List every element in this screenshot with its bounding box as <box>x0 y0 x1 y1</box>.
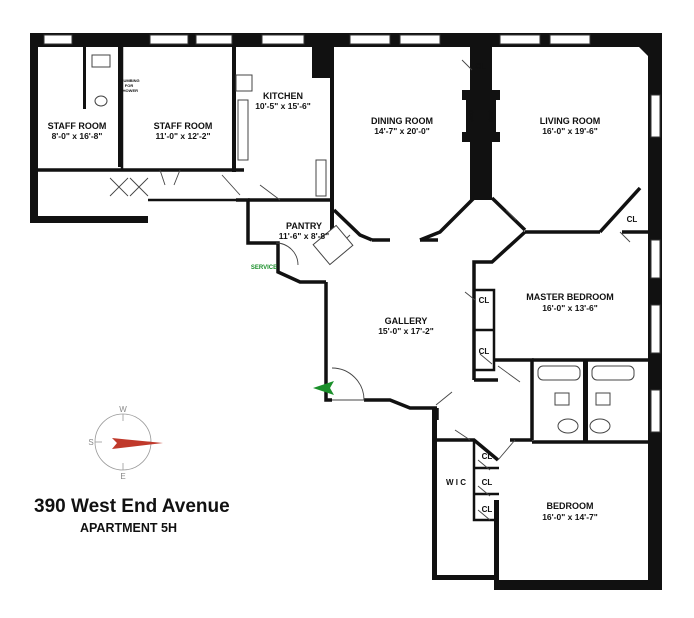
fixtures <box>91 54 635 434</box>
staff2-dims: 11'-0" x 12'-2" <box>155 131 210 141</box>
fireplace-label-living: DFP <box>489 110 495 122</box>
pantry-name: PANTRY <box>286 221 322 231</box>
closet-label-gallery1: CL <box>479 296 490 305</box>
staff1-dims: 8'-0" x 16'-8" <box>52 131 103 141</box>
compass: W E S <box>88 405 163 481</box>
closet-label-dining: CL <box>475 62 486 71</box>
closet-label-hall2: CL <box>482 478 493 487</box>
wic-label: W I C <box>446 478 466 487</box>
living-dims: 16'-0" x 19'-6" <box>542 126 598 136</box>
pantry-dims: 11'-6" x 8'-8" <box>279 231 329 241</box>
staff2-name: STAFF ROOM <box>154 121 213 131</box>
kitchen-dims: 10'-5" x 15'-6" <box>255 101 311 111</box>
master-dims: 16'-0" x 13'-6" <box>542 303 598 313</box>
bedroom-dims: 16'-0" x 14'-7" <box>542 512 598 522</box>
closet-label-hall3: CL <box>482 505 493 514</box>
staff1-name: STAFF ROOM <box>48 121 107 131</box>
gallery-dims: 15'-0" x 17'-2" <box>378 326 434 336</box>
closet-label-gallery2: CL <box>479 347 490 356</box>
bedroom-name: BEDROOM <box>547 501 594 511</box>
entry-arrow-icon <box>313 381 334 395</box>
dining-name: DINING ROOM <box>371 116 433 126</box>
apartment-subtitle: APARTMENT 5H <box>80 521 177 535</box>
plumbing-label-1: PLUMBING <box>118 78 139 83</box>
dining-dims: 14'-7" x 20'-0" <box>374 126 430 136</box>
plumbing-label-3: SHOWER <box>120 88 138 93</box>
service-label: SERVICE <box>251 265 277 271</box>
compass-top: W <box>119 405 127 414</box>
gallery-name: GALLERY <box>385 316 428 326</box>
fireplace-label-dining: DFP <box>467 110 473 122</box>
compass-bottom: E <box>120 472 125 481</box>
master-name: MASTER BEDROOM <box>526 292 614 302</box>
compass-needle-icon <box>112 438 163 449</box>
address-title: 390 West End Avenue <box>34 496 230 517</box>
compass-left: S <box>88 438 93 447</box>
plumbing-label-2: FOR <box>125 83 134 88</box>
kitchen-name: KITCHEN <box>263 91 303 101</box>
closet-label-living: CL <box>627 215 638 224</box>
closet-label-hall1: CL <box>482 452 493 461</box>
windows <box>43 34 661 433</box>
living-name: LIVING ROOM <box>540 116 601 126</box>
